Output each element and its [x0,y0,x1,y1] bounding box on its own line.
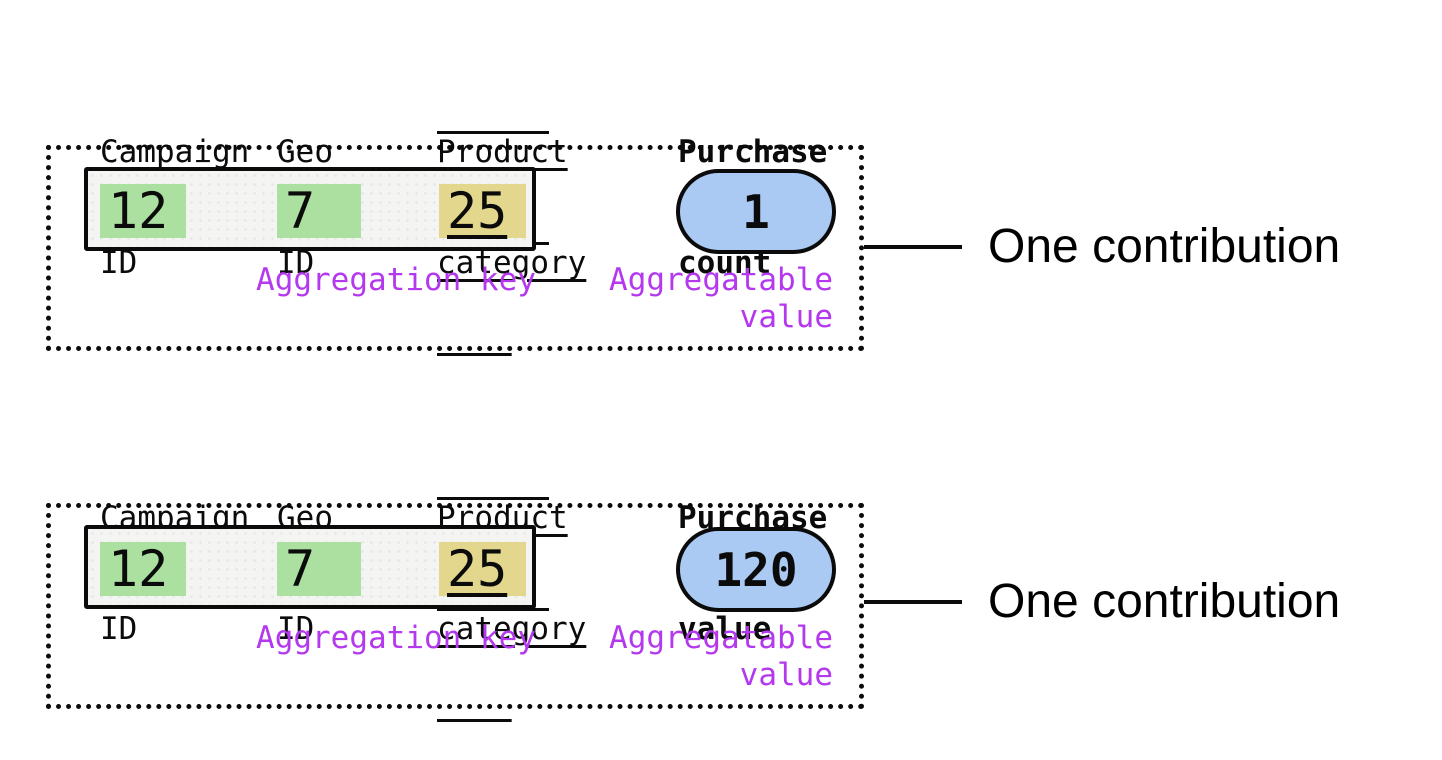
aggregatable-value-label: Aggregatable value [593,262,833,336]
key-cell-value: 7 [285,540,316,598]
callout-line [864,245,962,249]
header-line: ID [277,245,315,281]
label-line: Aggregatable [609,620,833,656]
header-line: Campaign [100,134,250,170]
key-cell-value: 12 [108,540,169,598]
contribution-diagram-value: Campaign ID Geo ID Product category Purc… [0,358,1442,720]
aggregatable-value-label: Aggregatable value [593,620,833,694]
header-line: category [437,245,587,281]
key-cell-value: 25 [447,540,508,598]
header-line: Geo [277,134,333,170]
callout-line [864,600,962,604]
key-cell-value: 7 [285,182,316,240]
contribution-boundary [46,145,864,351]
contribution-diagram-count: Campaign ID Geo ID Product category Purc… [0,0,1442,362]
aggregation-key-label: Aggregation key [256,262,536,298]
column-header-campaign-id: Campaign ID [100,60,249,356]
header-line: ID [100,245,138,281]
key-cell-geo-id: 7 [277,184,361,238]
label-line: value [739,299,833,335]
key-cell-product-category: 25 [439,542,526,596]
header-line: ID [100,611,138,647]
key-cell-value: 12 [108,182,169,240]
label-line: value [739,657,833,693]
one-contribution-label: One contribution [988,220,1341,273]
aggregatable-value-pill: 120 [676,527,836,612]
label-line: Aggregatable [609,262,833,298]
key-cell-value: 25 [447,182,508,240]
header-line: Product [437,134,568,170]
aggregatable-value-number: 1 [742,184,770,239]
header-line: value [678,611,772,647]
header-line: Purchase [678,134,828,170]
aggregatable-value-number: 120 [714,542,798,597]
aggregatable-value-pill: 1 [676,169,836,254]
header-line: ID [277,611,315,647]
header-line: category [437,611,587,647]
key-cell-product-category: 25 [439,184,526,238]
column-header-geo-id: Geo ID [277,60,389,356]
column-header-product-category: Product category [437,60,586,356]
key-cell-campaign-id: 12 [100,184,186,238]
one-contribution-label: One contribution [988,575,1341,628]
key-cell-geo-id: 7 [277,542,361,596]
key-cell-campaign-id: 12 [100,542,186,596]
contribution-boundary [46,503,864,709]
aggregation-key-label: Aggregation key [256,620,536,656]
